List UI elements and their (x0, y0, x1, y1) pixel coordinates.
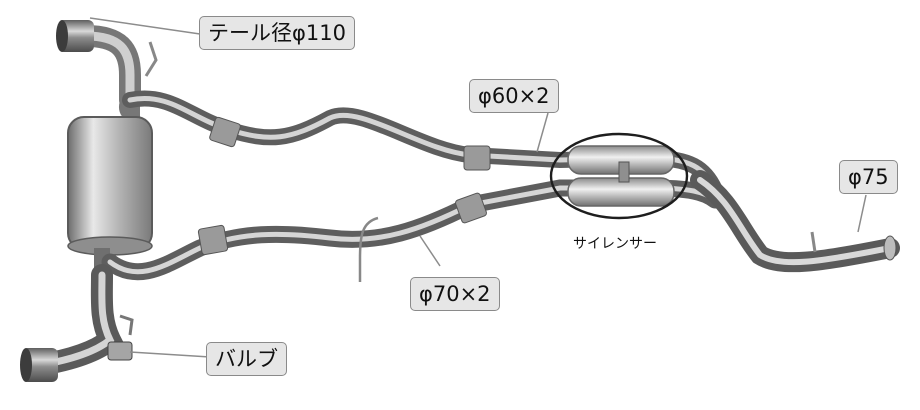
callout-leaders (89, 17, 867, 358)
leader-valve (129, 351, 211, 358)
callout-pipe-upper: φ60×2 (469, 79, 559, 113)
leader-tail (89, 17, 201, 35)
outlet-pipe (690, 170, 900, 273)
silencer-highlight-ring (549, 132, 689, 220)
silencer-pair (549, 132, 689, 220)
muffler (67, 95, 153, 275)
callout-pipe-lower: φ70×2 (410, 277, 500, 311)
leader-pipe-upper (536, 112, 549, 153)
valve-actuator (107, 341, 133, 361)
tail-pipe-bottom (20, 264, 134, 382)
callout-valve: バルブ (206, 342, 287, 376)
leader-pipe-lower (419, 235, 441, 267)
tail-pipe-top (56, 20, 158, 111)
leader-outlet (857, 194, 867, 233)
callout-outlet: φ75 (839, 160, 898, 194)
callout-tail-diameter: テール径φ110 (199, 16, 355, 50)
silencer-label: サイレンサー (573, 236, 657, 252)
